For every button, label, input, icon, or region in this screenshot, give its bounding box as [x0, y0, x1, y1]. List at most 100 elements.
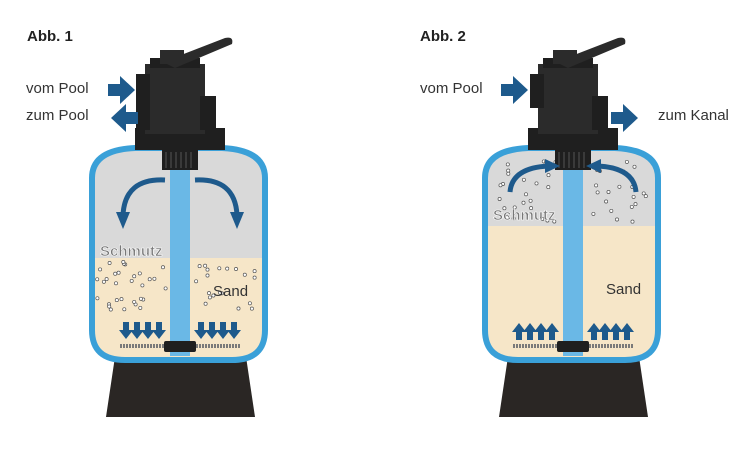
particle-dot: [205, 267, 210, 272]
curved-flow-arrow-left-1: [120, 177, 166, 216]
particle-dot: [641, 191, 646, 196]
particle-dot: [529, 206, 534, 211]
particle-dot: [163, 286, 168, 291]
particle-dot: [252, 269, 257, 274]
particle-dot: [615, 217, 619, 222]
particle-dot: [242, 272, 247, 277]
particle-dot: [609, 208, 614, 213]
center-pipe-2: [563, 168, 583, 356]
particle-dot: [631, 194, 636, 199]
multiport-valve-1: [135, 37, 233, 150]
particle-dot: [528, 198, 533, 203]
particle-dot: [247, 301, 252, 306]
particle-dot: [629, 204, 634, 209]
figure2-inlet-label: vom Pool: [420, 80, 483, 97]
particle-dot: [502, 206, 507, 211]
particle-dot: [161, 265, 165, 270]
filter-tank-1: Schmutz Sand: [89, 37, 268, 417]
particle-dot: [138, 305, 143, 310]
center-pipe-1: [170, 168, 190, 356]
particle-dot: [104, 277, 109, 282]
arrow-up-icon: [512, 323, 634, 340]
multiport-valve-2: [528, 37, 626, 150]
particle-dot: [512, 205, 517, 210]
particle-dot: [252, 275, 257, 280]
sand-label-2: Sand: [606, 281, 641, 298]
figure1-outlet-label: zum Pool: [26, 107, 89, 124]
sand-dots-1: [95, 260, 257, 312]
particle-dot: [505, 162, 510, 167]
particle-dot: [95, 277, 100, 282]
figure1-title: Abb. 1: [27, 28, 73, 45]
particle-dot: [197, 264, 202, 269]
particle-dot: [552, 219, 557, 224]
particle-dot: [108, 307, 113, 312]
particle-dot: [122, 307, 127, 312]
particle-dot: [152, 276, 157, 281]
particle-dot: [540, 217, 545, 221]
particle-dot: [114, 281, 118, 286]
filter-tank-2: Schmutz Sand: [482, 37, 661, 417]
particle-dot: [511, 216, 516, 221]
particle-dot: [505, 215, 509, 220]
figure1-inlet-label: vom Pool: [26, 80, 89, 97]
curved-flow-arrow-left-2: [507, 163, 549, 193]
particle-dot: [643, 194, 648, 199]
particle-dot: [604, 199, 609, 204]
strainer-1: [162, 150, 198, 170]
arrow-right-icon: [501, 76, 528, 104]
particle-dot: [546, 185, 551, 190]
strainer-2: [555, 150, 591, 170]
arrow-left-icon: [111, 104, 138, 132]
particle-dot: [205, 273, 210, 278]
particle-dot: [498, 183, 503, 188]
dirt-label-1: Schmutz: [100, 243, 163, 260]
curved-flow-arrow-right-2: [597, 163, 639, 193]
particle-dot: [236, 306, 241, 311]
particle-dot: [506, 171, 511, 176]
particle-dot: [506, 168, 511, 173]
particle-dot: [116, 270, 121, 275]
particle-dot: [107, 304, 112, 309]
particle-dot: [218, 290, 223, 295]
arrow-right-icon: [611, 104, 638, 132]
particle-dot: [132, 274, 137, 279]
particle-dot: [121, 260, 126, 264]
particle-dot: [107, 261, 112, 265]
particle-dot: [606, 190, 611, 194]
particle-dot: [630, 219, 635, 224]
sand-label-1: Sand: [213, 283, 248, 300]
particle-dot: [524, 192, 528, 197]
tank-outline-1: [89, 145, 268, 363]
particle-dot: [95, 296, 100, 301]
particle-dot: [632, 164, 637, 169]
particle-dot: [138, 296, 143, 301]
particle-dot: [225, 266, 230, 271]
dirt-label-2: Schmutz: [493, 207, 556, 224]
particle-dot: [137, 271, 142, 276]
arrow-right-icon: [108, 76, 135, 104]
particle-dot: [633, 202, 638, 207]
particle-dot: [234, 267, 238, 271]
particle-dot: [497, 197, 502, 201]
figure2-title: Abb. 2: [420, 28, 466, 45]
particle-dot: [203, 301, 208, 306]
particle-dot: [546, 173, 551, 178]
particle-dot: [534, 181, 539, 186]
particle-dot: [521, 200, 526, 205]
particle-dot: [203, 263, 208, 268]
particle-dot: [249, 306, 254, 311]
curved-flow-arrow-right-1: [194, 177, 240, 216]
particle-dot: [113, 271, 118, 276]
tank-base-1: [106, 350, 255, 417]
particle-dot: [129, 278, 134, 283]
particle-dot: [98, 267, 103, 272]
particle-dot: [217, 266, 222, 271]
particle-dot: [617, 184, 622, 189]
particle-dot: [591, 211, 596, 216]
particle-dot: [101, 279, 106, 284]
particle-dot: [119, 297, 124, 302]
particle-dot: [194, 279, 199, 284]
particle-dot: [207, 295, 212, 300]
